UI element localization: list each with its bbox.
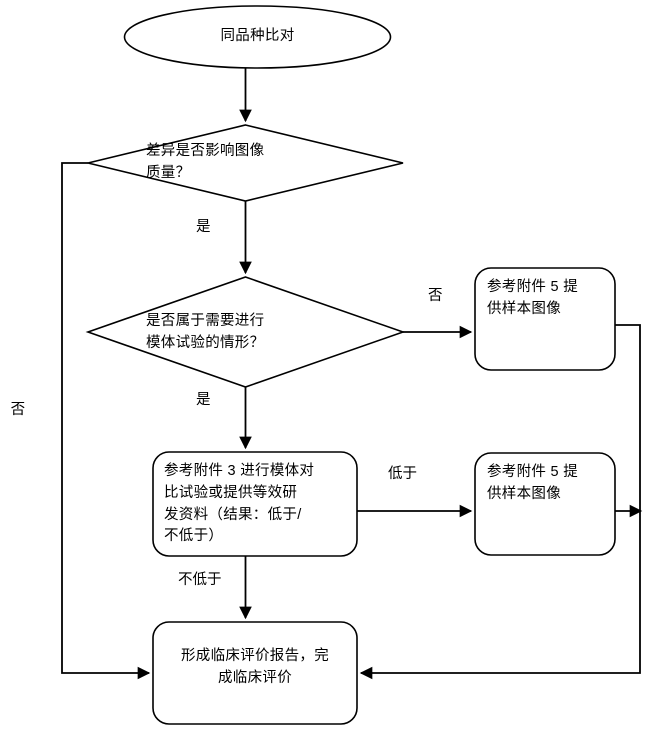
edge-annex5top-to-right-spine: [359, 324, 641, 680]
node-decision-phantom-test[interactable]: [85, 276, 406, 388]
node-start[interactable]: [123, 5, 392, 69]
node-process-clinical-report[interactable]: [152, 621, 358, 725]
edge-label-lower: 低于: [388, 466, 417, 482]
edge-label-no-left: 否: [8, 401, 25, 416]
node-process-annex5-mid[interactable]: [474, 452, 616, 556]
node-process-annex5-top[interactable]: [474, 267, 616, 371]
node-process-annex3[interactable]: [152, 451, 358, 557]
edge-label-yes-2: 是: [196, 392, 211, 408]
edge-label-not-lower: 不低于: [178, 572, 222, 588]
edge-label-yes-1: 是: [196, 219, 211, 235]
edge-label-no-right: 否: [428, 288, 443, 304]
node-decision-image-quality[interactable]: [87, 124, 404, 202]
edge-decision1-no-to-report: [61, 162, 151, 680]
